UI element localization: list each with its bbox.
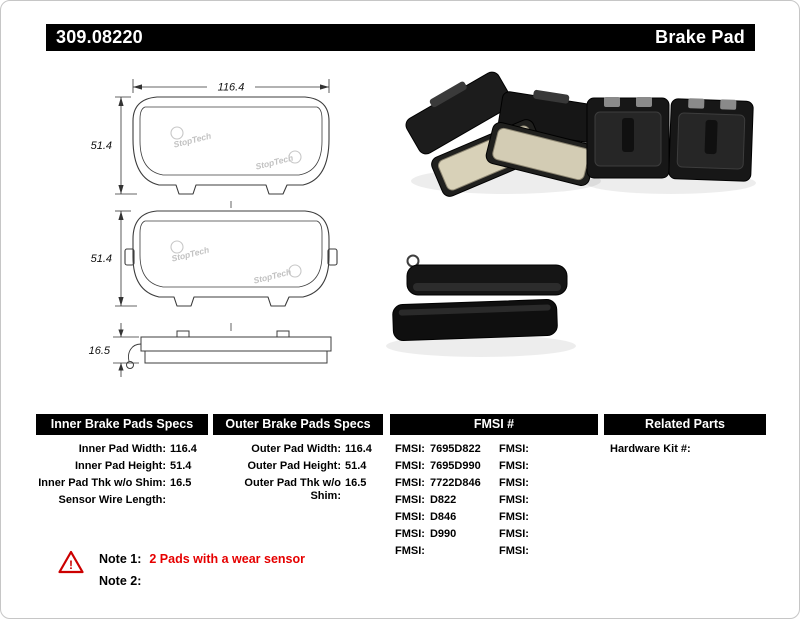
fmsi-value: 7695D990 [429,460,481,472]
fmsi-label: FMSI: [499,511,529,523]
fmsi-label: FMSI: [395,443,425,455]
spec-value [170,494,208,507]
photo-pads-face-on [586,97,756,194]
spec-label: Inner Pad Width: [78,443,166,455]
fmsi-label: FMSI: [499,545,529,557]
fmsi-table: FMSI # FMSI: 7695D822 FMSI: 7695D990 FMSI:… [390,414,598,558]
dimension-labels: 116.4 51.4 51.4 16.5 [89,82,245,358]
fmsi-row: FMSI: [494,528,598,541]
fmsi-label: FMSI: [499,494,529,506]
fmsi-row: FMSI: [494,494,598,507]
fmsi-row: FMSI: D990 [390,528,494,541]
drawing-side-view [126,323,332,369]
fmsi-row: FMSI: [494,443,598,456]
dim-width-label: 116.4 [218,82,245,94]
fmsi-row: FMSI: [494,477,598,490]
spec-row: Outer Pad Width: 116.4 [213,443,383,456]
related-row: Hardware Kit #: [604,443,766,456]
spec-label: Sensor Wire Length: [58,494,166,506]
fmsi-label: FMSI: [395,528,425,540]
part-number: 309.08220 [56,27,143,47]
fmsi-row: FMSI: [390,545,494,558]
fmsi-label: FMSI: [395,511,425,523]
sensor-wire [128,343,142,362]
fmsi-label: FMSI: [499,528,529,540]
photo-pads-profile [386,254,576,357]
fmsi-label: FMSI: [499,443,529,455]
note-1-text: 2 Pads with a wear sensor [149,552,305,566]
fmsi-row: FMSI: [494,511,598,524]
warning-triangle-icon: ! [58,550,84,574]
spec-label: Outer Pad Width: [251,443,341,455]
watermark-text: StopTech [254,153,294,172]
related-parts-table: Related Parts Hardware Kit #: [604,414,766,456]
fmsi-label: FMSI: [395,545,425,557]
dim-thickness-label: 16.5 [89,345,111,357]
spec-row: Outer Pad Height: 51.4 [213,460,383,473]
fmsi-row: FMSI: D846 [390,511,494,524]
svg-text:!: ! [69,558,73,572]
fmsi-label: FMSI: [395,477,425,489]
inner-specs-header: Inner Brake Pads Specs [36,414,208,435]
spec-row: Outer Pad Thk w/o Shim: 16.5 [213,477,383,502]
spec-row: Inner Pad Height: 51.4 [36,460,208,473]
spec-label: Inner Pad Thk w/o Shim: [38,477,166,489]
spec-value: 116.4 [170,443,197,455]
photo-pad-cluster [405,71,601,197]
spec-value: 51.4 [170,460,192,472]
spec-value: 16.5 [170,477,192,489]
note-2-label: Note 2: [99,574,142,588]
fmsi-value: D990 [429,528,457,540]
related-parts-header: Related Parts [604,414,766,435]
header-bar: 309.08220 Brake Pad [46,24,755,51]
notes-section: ! Note 1: 2 Pads with a wear sensor Note… [58,550,305,588]
spec-row: Sensor Wire Length: [36,494,208,507]
fmsi-row: FMSI: [494,460,598,473]
outer-specs-header: Outer Brake Pads Specs [213,414,383,435]
spec-value: 16.5 [345,477,367,489]
fmsi-label: FMSI: [395,460,425,472]
fmsi-value: D822 [429,494,457,506]
dim-height-inner-label: 51.4 [91,140,112,152]
fmsi-label: FMSI: [499,460,529,472]
watermark-text: StopTech [172,131,212,150]
dimension-lines [113,79,330,377]
drawing-outer-pad-front-view [124,201,338,307]
note-1-label: Note 1: [99,552,142,566]
spec-label: Inner Pad Height: [74,460,166,472]
spec-row: Inner Pad Width: 116.4 [36,443,208,456]
technical-artwork: 116.4 51.4 51.4 16.5 StopTech StopTech S… [89,71,756,377]
fmsi-label: FMSI: [499,477,529,489]
fmsi-label: FMSI: [395,494,425,506]
note-2: Note 2: [99,574,305,588]
spec-value: 51.4 [345,460,367,472]
fmsi-row: FMSI: 7722D846 [390,477,494,490]
fmsi-column-2: FMSI: FMSI: FMSI: FMSI: FMSI: FMSI: FMSI… [494,443,598,558]
spec-row: Inner Pad Thk w/o Shim: 16.5 [36,477,208,490]
fmsi-row: FMSI: 7695D990 [390,460,494,473]
spec-value: 116.4 [345,443,372,455]
note-1: Note 1: 2 Pads with a wear sensor [99,552,305,566]
fmsi-column-1: FMSI: 7695D822 FMSI: 7695D990 FMSI: 7722D84… [390,443,494,558]
fmsi-value: D846 [429,511,457,523]
fmsi-value: 7722D846 [429,477,481,489]
outer-specs-table: Outer Brake Pads Specs Outer Pad Width: … [213,414,383,502]
watermark-logos: StopTech StopTech StopTech StopTech [170,131,294,286]
watermark-text: StopTech [170,245,210,264]
fmsi-row: FMSI: 7695D822 [390,443,494,456]
fmsi-header: FMSI # [390,414,598,435]
fmsi-value: 7695D822 [429,443,481,455]
fmsi-row: FMSI: D822 [390,494,494,507]
product-type: Brake Pad [655,27,745,47]
drawing-inner-pad-front-view [132,96,330,195]
related-label: Hardware Kit #: [610,443,691,455]
spec-label: Outer Pad Height: [247,460,341,472]
inner-specs-table: Inner Brake Pads Specs Inner Pad Width: … [36,414,208,507]
dim-height-outer-label: 51.4 [91,253,112,265]
fmsi-row: FMSI: [494,545,598,558]
watermark-text: StopTech [252,267,292,286]
spec-label: Outer Pad Thk w/o Shim: [244,477,341,502]
